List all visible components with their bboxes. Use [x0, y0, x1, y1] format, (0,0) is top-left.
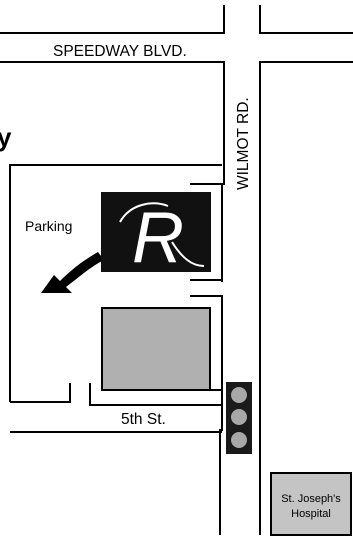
hospital-building — [270, 472, 352, 536]
fifth-street-label: 5th St. — [121, 411, 166, 428]
arrow-icon — [41, 252, 104, 293]
speedway-blvd-road — [0, 5, 353, 100]
r-logo-icon: R — [119, 198, 205, 278]
speedway-blvd-label: SPEEDWAY BLVD. — [53, 43, 187, 60]
traffic-light-icon — [226, 382, 252, 454]
wilmot-rd-label: WILMOT RD. — [235, 97, 252, 190]
property-lot-boundary — [9, 164, 222, 403]
parking-label: Parking — [25, 218, 72, 234]
building-brackets — [190, 183, 223, 391]
gray-building — [101, 307, 211, 391]
hospital-label-line1: St. Joseph's — [281, 493, 341, 505]
fifth-street-road — [10, 383, 222, 433]
partial-heading-text: y — [0, 122, 12, 152]
hospital-label-line2: Hospital — [291, 508, 331, 520]
svg-text:R: R — [132, 198, 184, 278]
main-building — [101, 192, 211, 272]
